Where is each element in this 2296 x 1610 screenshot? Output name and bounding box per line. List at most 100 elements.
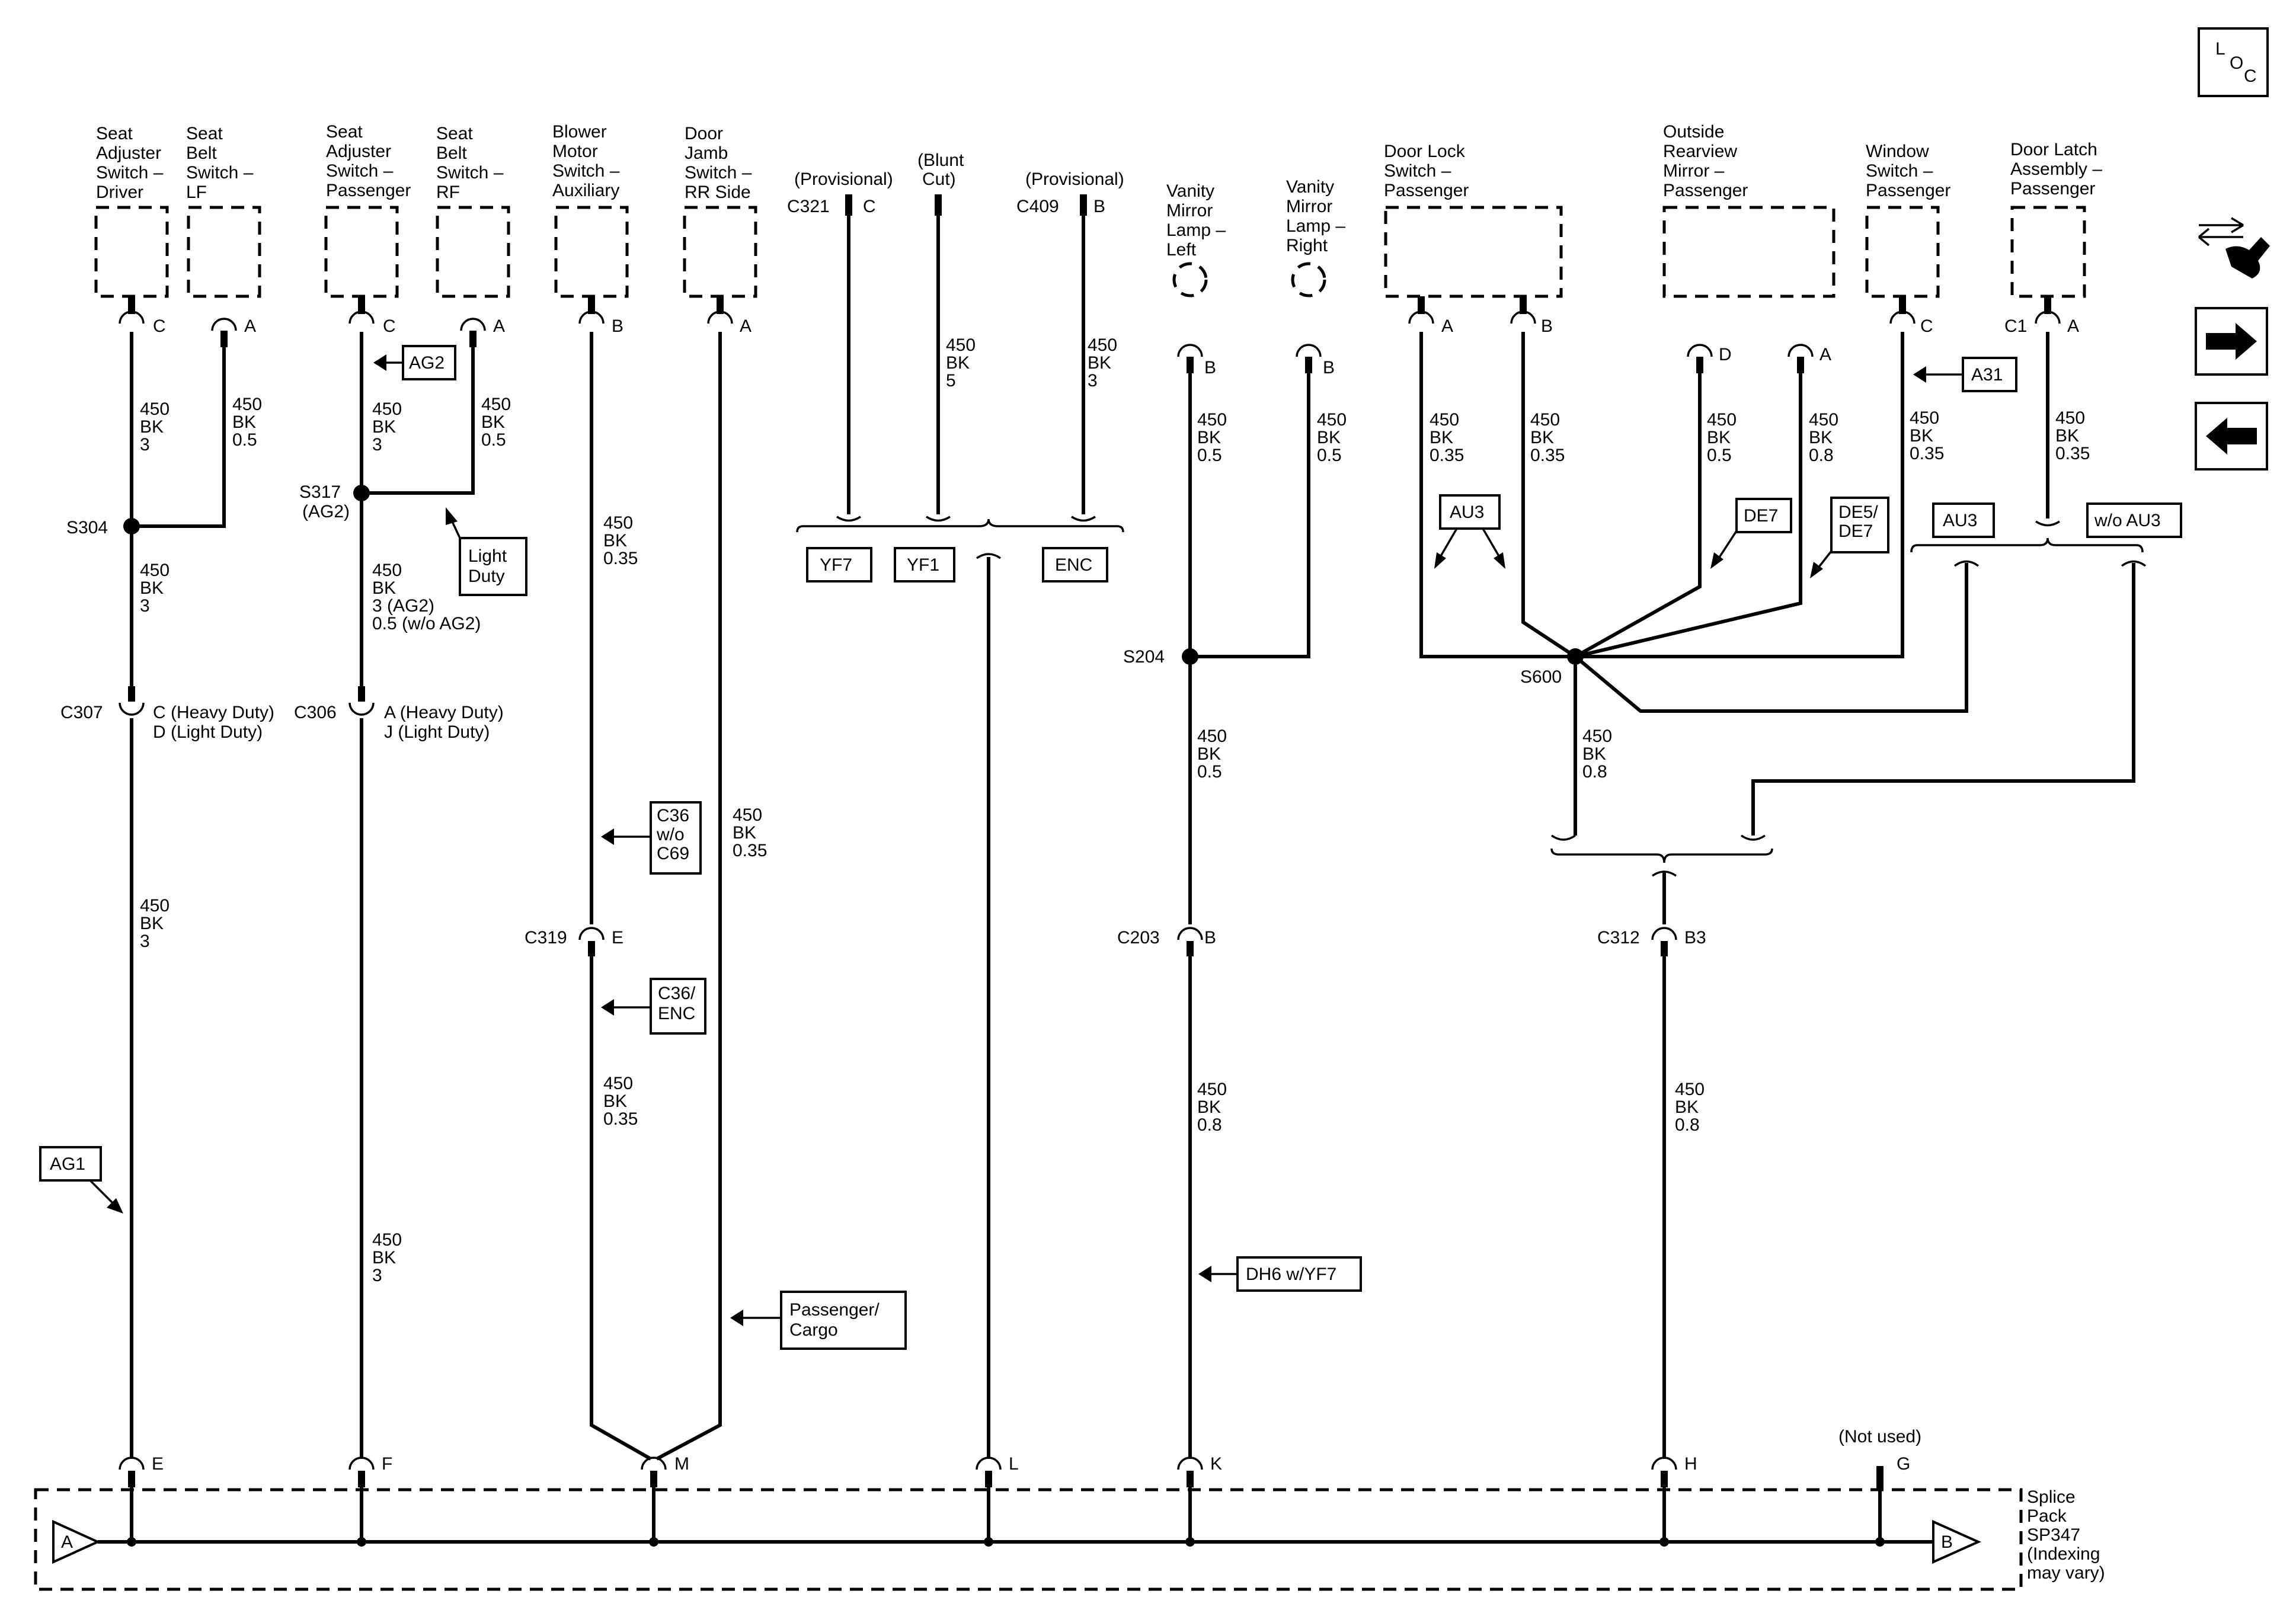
svg-text:BK: BK [1197, 744, 1221, 764]
svg-text:A31: A31 [1971, 365, 2003, 385]
component-label-vanity-right: Vanity Mirror Lamp – Right [1286, 177, 1345, 255]
svg-text:L: L [1009, 1454, 1019, 1474]
connector-c203-pin: B [1204, 928, 1216, 948]
connector-c306-pin-light: J (Light Duty) [384, 722, 490, 742]
svg-text:Passenger/: Passenger/ [789, 1300, 880, 1320]
component-label-blower-motor: Blower Motor Switch – Auxiliary [552, 122, 620, 200]
svg-text:3 (AG2): 3 (AG2) [372, 596, 434, 616]
svg-text:Belt: Belt [186, 143, 217, 163]
svg-text:BK: BK [1088, 353, 1111, 373]
svg-text:RF: RF [436, 183, 460, 202]
splice-s304 [123, 518, 140, 534]
svg-text:Mirror: Mirror [1166, 201, 1213, 220]
svg-text:AG2: AG2 [409, 353, 445, 373]
terminal-pin-labels: C A C A B A C321 C C409 B B B A B D A C … [153, 197, 2079, 377]
wires [130, 216, 2135, 1461]
option-dh6-wyf7: DH6 w/YF7 [1198, 1256, 1362, 1292]
label-blunt-cut: (Blunt Cut) [917, 151, 964, 189]
svg-text:BK: BK [372, 578, 396, 598]
svg-text:AG1: AG1 [50, 1154, 85, 1174]
svg-text:Switch –: Switch – [436, 163, 504, 183]
svg-text:3: 3 [140, 932, 150, 951]
splice-s304-label: S304 [66, 518, 108, 537]
system-map-icon[interactable] [2198, 217, 2270, 279]
svg-text:Right: Right [1286, 236, 1328, 255]
splice-pack-output-label: B [1941, 1532, 1953, 1552]
svg-text:H: H [1684, 1454, 1697, 1474]
svg-text:Driver: Driver [96, 183, 143, 202]
svg-text:SP347: SP347 [2027, 1525, 2080, 1545]
connector-c306-label: C306 [294, 703, 337, 722]
svg-text:BK: BK [140, 914, 164, 933]
svg-text:Splice: Splice [2027, 1487, 2076, 1507]
option-yf1: YF1 [894, 547, 955, 582]
svg-text:BK: BK [1430, 428, 1453, 447]
svg-text:450: 450 [140, 561, 170, 580]
previous-page-button[interactable] [2195, 402, 2268, 470]
svg-text:450: 450 [1530, 410, 1560, 430]
svg-text:0.35: 0.35 [2055, 444, 2090, 463]
svg-text:Motor: Motor [552, 142, 598, 161]
svg-text:Passenger: Passenger [1866, 181, 1950, 200]
option-ag1: AG1 [39, 1146, 123, 1214]
svg-text:0.35: 0.35 [1530, 446, 1565, 465]
svg-text:Seat: Seat [186, 124, 223, 143]
component-label-vanity-left: Vanity Mirror Lamp – Left [1166, 181, 1226, 260]
svg-text:Passenger: Passenger [2010, 179, 2095, 199]
svg-text:BK: BK [232, 412, 256, 432]
loc-letter-c: C [2244, 66, 2257, 86]
svg-text:Assembly –: Assembly – [2010, 159, 2102, 179]
svg-text:C: C [153, 316, 166, 336]
svg-text:BK: BK [1197, 428, 1221, 447]
loc-button[interactable]: L O C [2198, 27, 2269, 97]
svg-text:0.8: 0.8 [1675, 1115, 1700, 1135]
svg-text:0.35: 0.35 [1430, 446, 1464, 465]
svg-text:BK: BK [2055, 426, 2079, 446]
svg-text:Passenger: Passenger [1384, 181, 1469, 200]
connector-c307-pin-light: D (Light Duty) [153, 722, 263, 742]
connector-c307-pin-heavy: C (Heavy Duty) [153, 703, 274, 722]
svg-text:450: 450 [140, 399, 170, 419]
component-label-seat-adjuster-driver: Seat Adjuster Switch – Driver [96, 124, 164, 202]
svg-text:DE7: DE7 [1838, 521, 1873, 541]
svg-text:BK: BK [1910, 426, 1933, 446]
svg-text:450: 450 [140, 896, 170, 916]
svg-text:B: B [1541, 316, 1553, 336]
svg-text:Vanity: Vanity [1166, 181, 1214, 201]
svg-text:3: 3 [140, 596, 150, 616]
splice-pack-label: Splice Pack SP347 (Indexing may vary) [2027, 1487, 2105, 1583]
option-ag2: AG2 [373, 345, 456, 380]
arrow-right-icon [2206, 323, 2257, 360]
component-label-seat-belt-rf: Seat Belt Switch – RF [436, 124, 504, 202]
svg-text:G: G [1897, 1454, 1910, 1474]
splice-points [123, 485, 1584, 665]
svg-text:0.5: 0.5 [1317, 446, 1342, 465]
option-a31: A31 [1913, 357, 2017, 392]
svg-text:450: 450 [481, 395, 511, 414]
splice-s600-label: S600 [1520, 667, 1562, 687]
svg-text:450: 450 [1707, 410, 1737, 430]
splice-s317-label: S317 [299, 482, 341, 502]
svg-text:C321: C321 [787, 197, 830, 216]
svg-text:D: D [1719, 345, 1732, 364]
svg-text:B: B [612, 316, 623, 336]
svg-text:Window: Window [1866, 142, 1929, 161]
splice-s317 [353, 485, 370, 501]
label-provisional-c409: (Provisional) [1025, 169, 1124, 189]
svg-text:E: E [152, 1454, 164, 1474]
svg-text:Vanity: Vanity [1286, 177, 1334, 197]
svg-text:3: 3 [140, 435, 150, 454]
svg-text:Switch –: Switch – [1384, 161, 1451, 181]
svg-text:Seat: Seat [96, 124, 133, 143]
loc-letter-o: O [2230, 53, 2243, 73]
svg-text:ENC: ENC [658, 1004, 695, 1023]
svg-text:YF7: YF7 [820, 555, 852, 575]
svg-text:450: 450 [1197, 1080, 1227, 1099]
svg-text:Cut): Cut) [922, 169, 956, 189]
svg-text:Switch –: Switch – [326, 161, 394, 181]
svg-text:w/o: w/o [656, 825, 685, 844]
next-page-button[interactable] [2195, 307, 2268, 376]
svg-text:A: A [740, 316, 752, 336]
